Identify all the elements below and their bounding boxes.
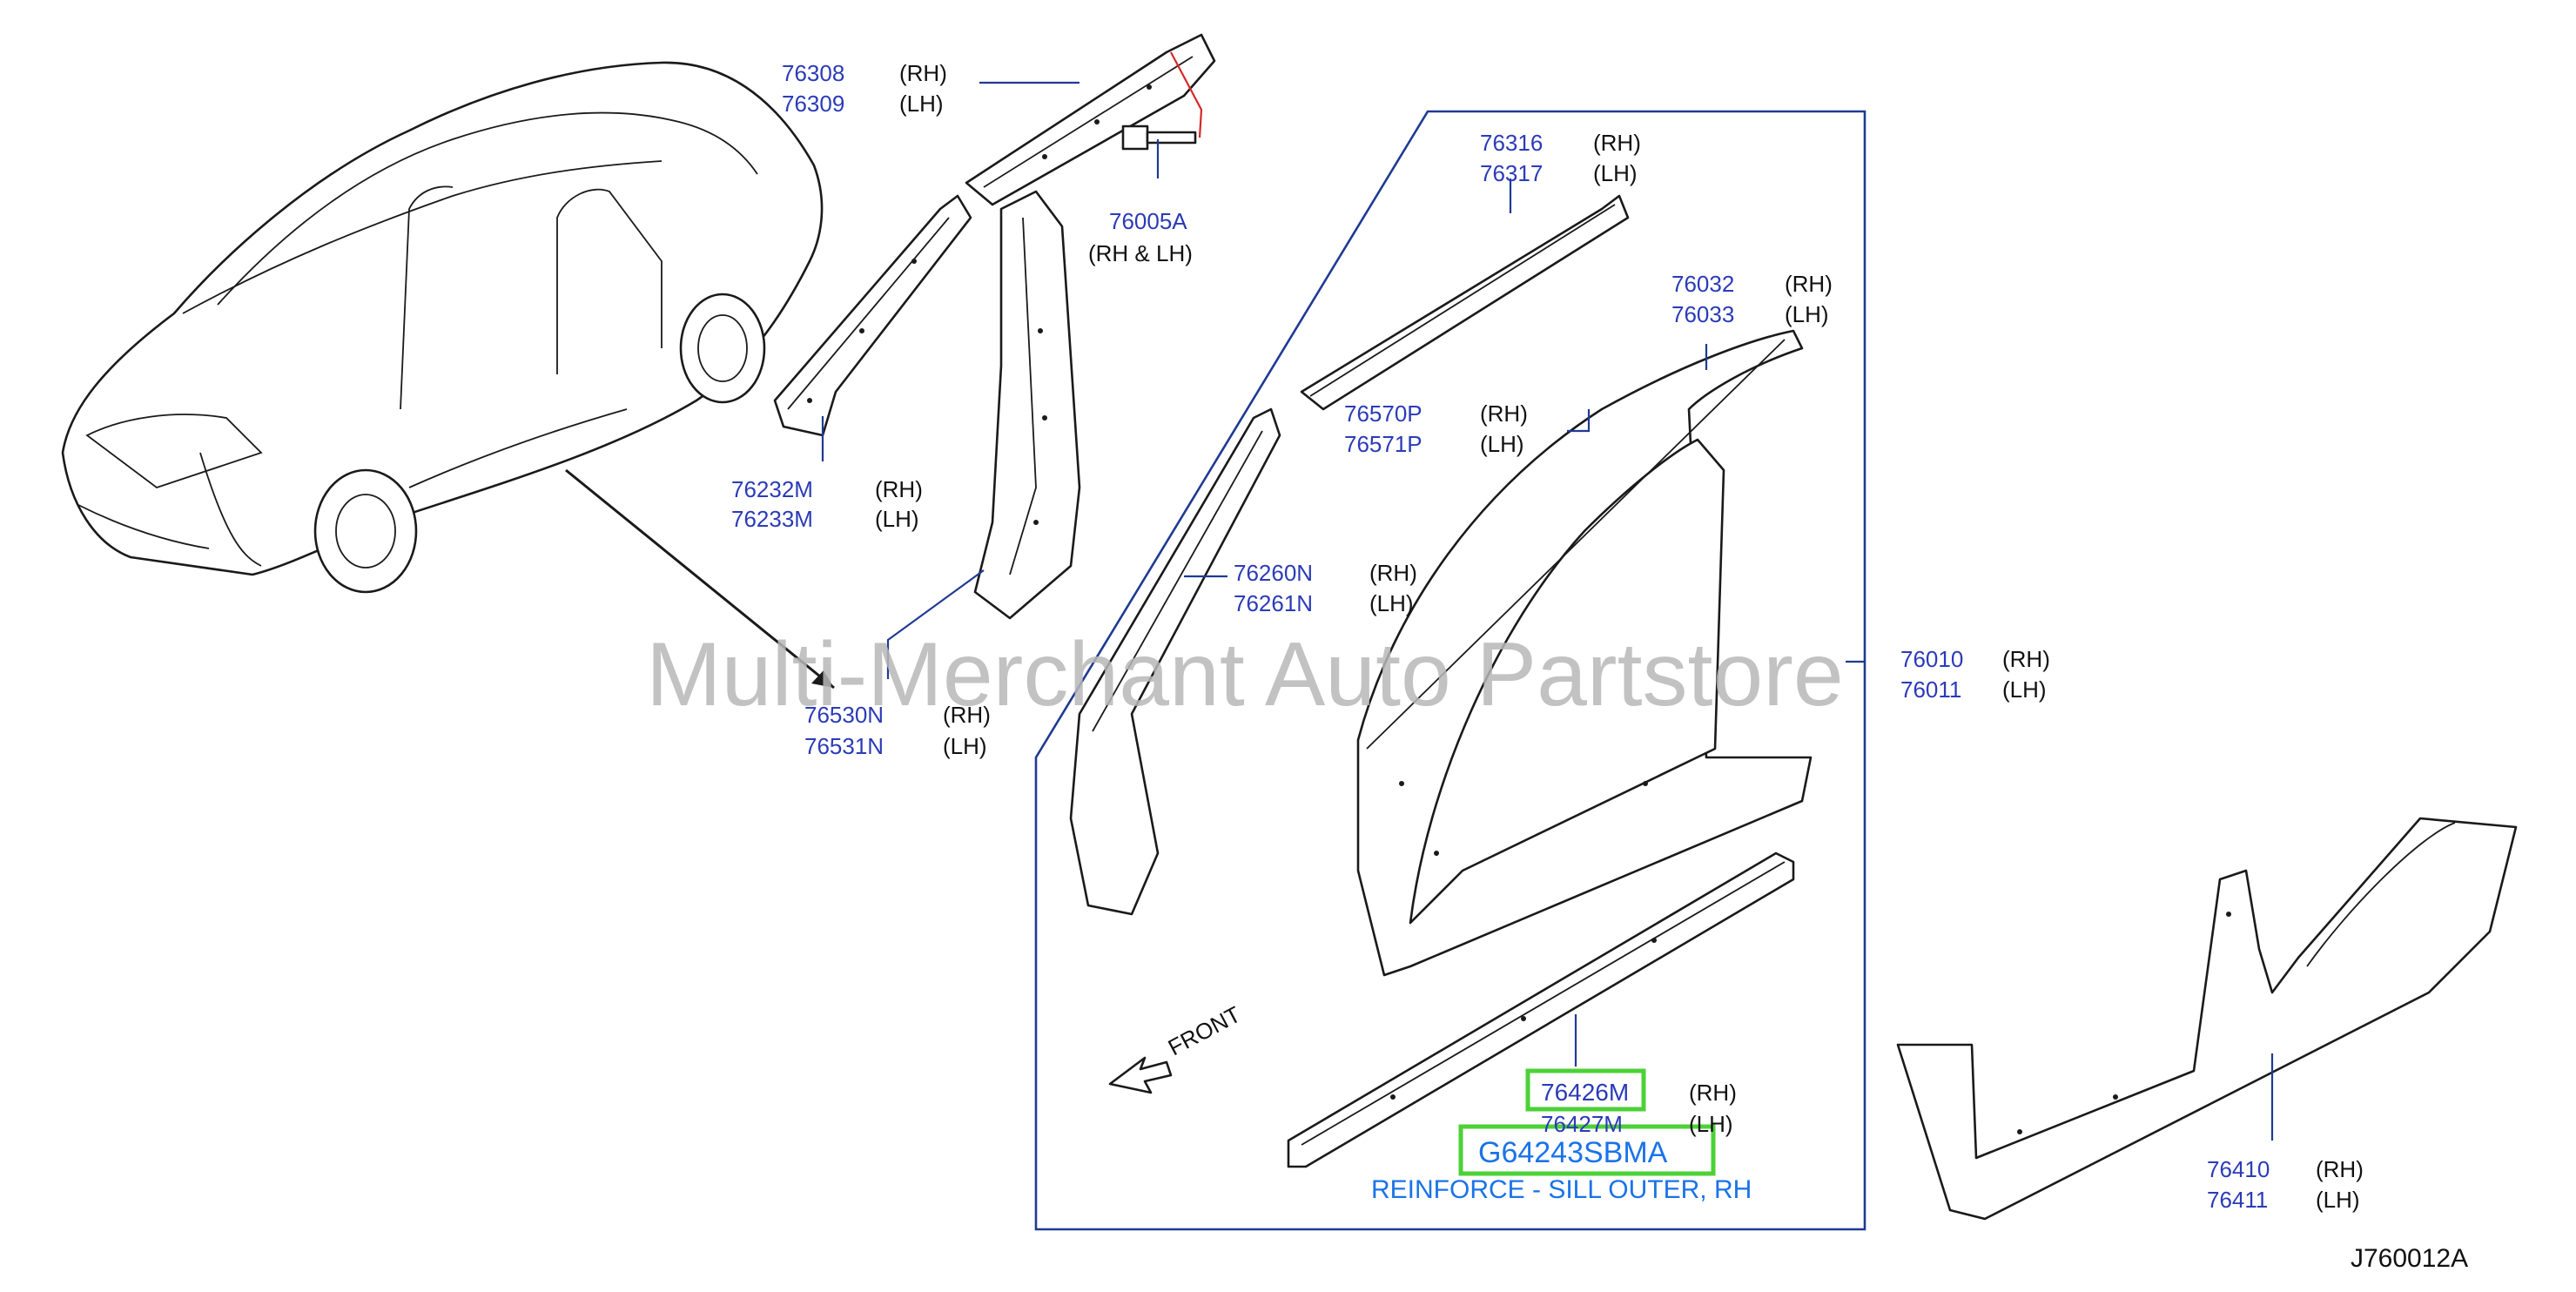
side-label: (LH) xyxy=(1593,160,1638,186)
side-label: (RH) xyxy=(2002,646,2050,672)
roof-rail-part xyxy=(1300,194,1630,411)
part-description: REINFORCE - SILL OUTER, RH xyxy=(1371,1175,1752,1204)
callout-76232M[interactable]: 76232M (RH) 76233M (LH) xyxy=(731,476,923,532)
side-label: (LH) xyxy=(1689,1111,1733,1137)
part-number[interactable]: 76010 xyxy=(1900,646,1963,672)
side-label: (LH) xyxy=(899,91,944,117)
figure-code: J760012A xyxy=(2351,1244,2468,1273)
side-label: (LH) xyxy=(2002,676,2047,703)
front-label: FRONT xyxy=(1164,1001,1245,1061)
side-label: (RH) xyxy=(2316,1156,2364,1182)
part-number[interactable]: 76570P xyxy=(1344,400,1423,427)
side-label: (RH & LH) xyxy=(1088,240,1193,266)
roof-rail-front-part xyxy=(965,33,1216,206)
part-number[interactable]: 76005A xyxy=(1109,208,1187,234)
part-number[interactable]: 76317 xyxy=(1480,160,1543,186)
callout-76410[interactable]: 76410 (RH) 76411 (LH) xyxy=(2207,1156,2364,1213)
side-label: (RH) xyxy=(1369,560,1417,586)
callout-76032[interactable]: 76032 (RH) 76033 (LH) xyxy=(1671,271,1833,327)
side-label: (LH) xyxy=(1785,301,1829,327)
front-pillar-reinforce-part xyxy=(1069,407,1281,916)
part-number[interactable]: 76233M xyxy=(731,506,813,532)
side-label: (RH) xyxy=(875,476,923,502)
part-number[interactable]: 76033 xyxy=(1671,301,1734,327)
a-pillar-lower-part xyxy=(973,190,1081,620)
part-number[interactable]: 76571P xyxy=(1344,431,1423,457)
side-label: (RH) xyxy=(1689,1080,1737,1106)
callout-76570P[interactable]: 76570P (RH) 76571P (LH) xyxy=(1344,400,1528,457)
part-number[interactable]: 76232M xyxy=(731,476,813,502)
part-number[interactable]: 76011 xyxy=(1900,676,1961,703)
assembly-frame xyxy=(1034,110,1866,1231)
watermark-text: Multi-Merchant Auto Partstore xyxy=(646,624,1844,725)
side-label: (RH) xyxy=(943,702,991,728)
callout-76005A[interactable]: 76005A (RH & LH) xyxy=(1088,208,1193,266)
part-number[interactable]: 76531N xyxy=(804,733,884,759)
highlight-box-part-number xyxy=(1525,1068,1646,1112)
part-number[interactable]: 76410 xyxy=(2207,1156,2270,1182)
side-label: (LH) xyxy=(943,733,987,759)
side-label: (RH) xyxy=(1480,400,1528,427)
front-direction-arrow: FRONT xyxy=(1108,1001,1245,1094)
side-label: (RH) xyxy=(1593,130,1641,156)
callout-76530N[interactable]: 76530N (RH) 76531N (LH) xyxy=(804,702,991,759)
part-number[interactable]: 76427M xyxy=(1541,1111,1623,1137)
part-number[interactable]: 76411 xyxy=(2207,1187,2268,1213)
side-label: (RH) xyxy=(899,60,947,86)
sill-outer-part xyxy=(1896,817,2518,1221)
callout-76260N[interactable]: 76260N (RH) 76261N (LH) xyxy=(1234,560,1417,616)
side-label: (LH) xyxy=(1480,431,1524,457)
part-number[interactable]: 76316 xyxy=(1480,130,1543,156)
callout-76426M[interactable]: 76426M (RH) 76427M (LH) G64243SBMA REINF… xyxy=(1371,1079,1752,1204)
sill-reinforce-part xyxy=(1287,851,1795,1168)
side-label: (LH) xyxy=(875,506,919,532)
side-label: (LH) xyxy=(1369,590,1414,616)
part-number[interactable]: 76309 xyxy=(782,91,844,117)
body-side-outer-part xyxy=(1356,329,1813,977)
part-number[interactable]: 76426M xyxy=(1541,1079,1629,1106)
part-number[interactable]: 76308 xyxy=(782,60,844,86)
leader-lines xyxy=(821,81,2274,1141)
part-number[interactable]: 76032 xyxy=(1671,271,1734,297)
part-number[interactable]: 76530N xyxy=(804,702,884,728)
a-pillar-inner-part xyxy=(773,194,972,437)
part-number[interactable]: 76260N xyxy=(1234,560,1313,586)
side-label: (RH) xyxy=(1785,271,1833,297)
callout-76308[interactable]: 76308 (RH) 76309 (LH) xyxy=(782,60,947,117)
alternate-part-number[interactable]: G64243SBMA xyxy=(1478,1136,1668,1169)
callout-76316[interactable]: 76316 (RH) 76317 (LH) xyxy=(1480,130,1641,186)
side-label: (LH) xyxy=(2316,1187,2360,1213)
part-number[interactable]: 76261N xyxy=(1234,590,1313,616)
bolt-fastener-part xyxy=(1121,51,1203,151)
highlight-box-alt-part xyxy=(1458,1124,1716,1176)
vehicle-illustration xyxy=(61,61,835,690)
callout-76010[interactable]: 76010 (RH) 76011 (LH) xyxy=(1900,646,2050,703)
